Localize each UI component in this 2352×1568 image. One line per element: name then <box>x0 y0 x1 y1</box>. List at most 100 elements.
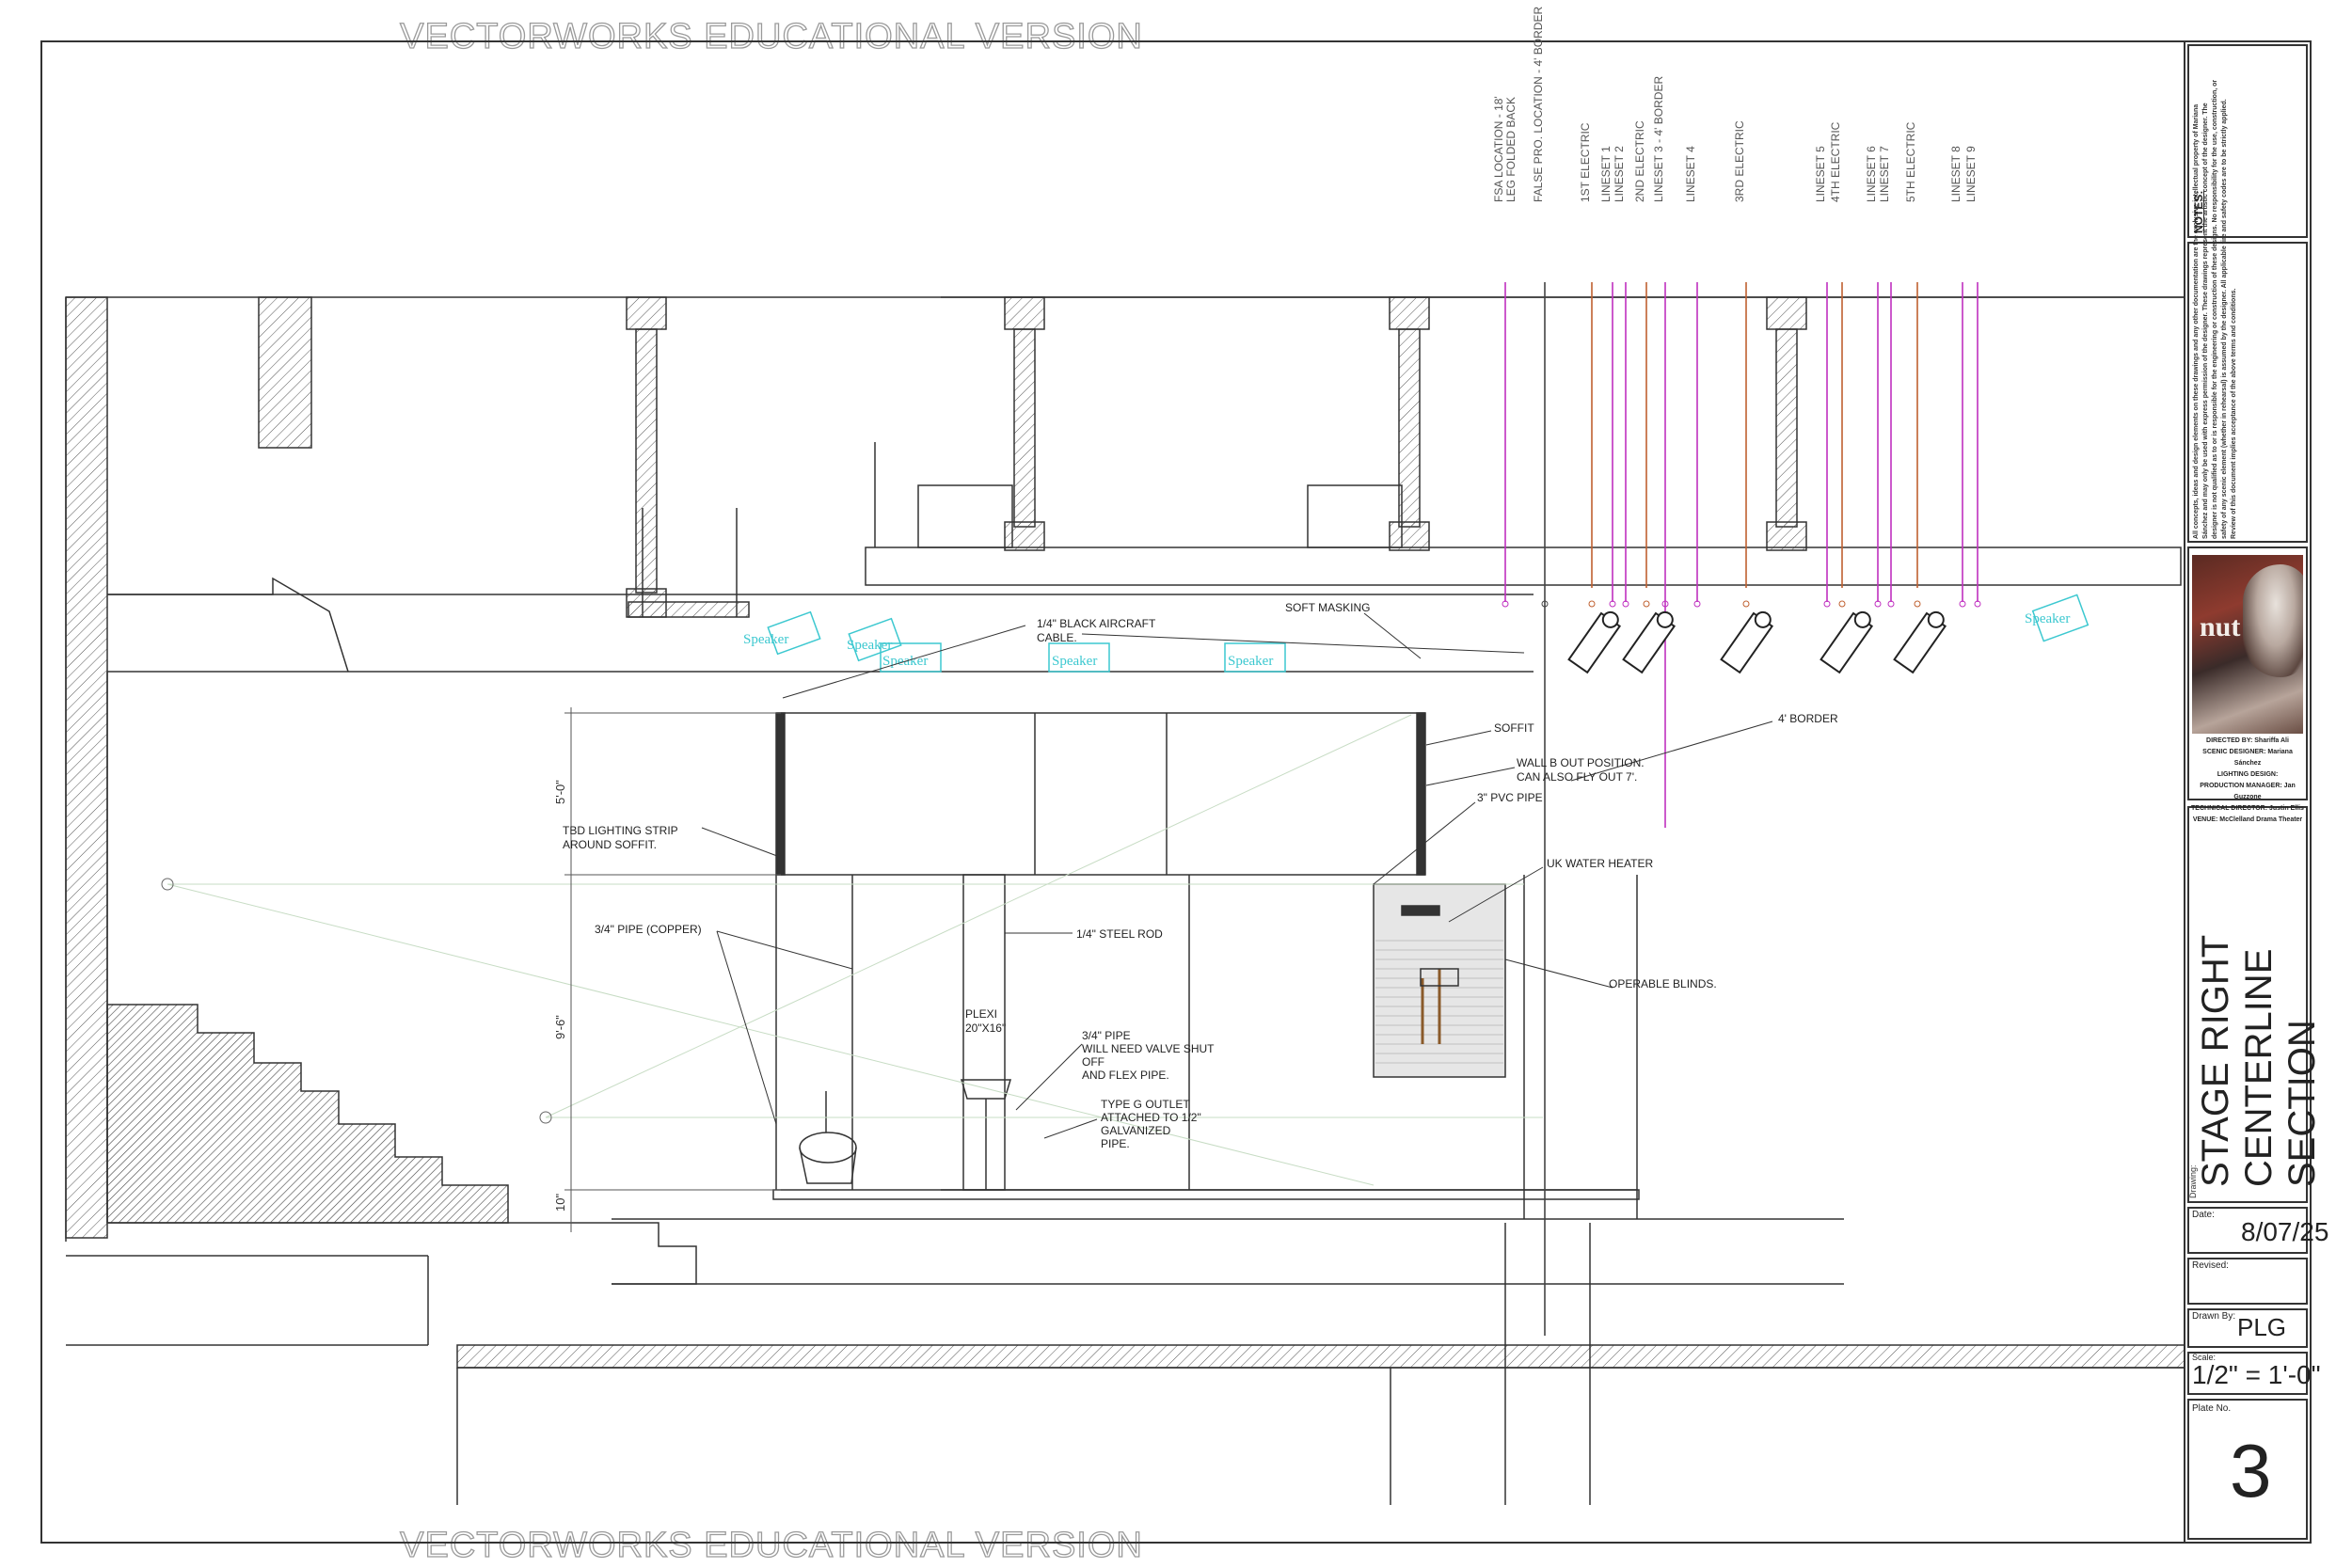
note-soffit: SOFFIT <box>1494 721 1534 735</box>
lineset-pipe-end <box>1823 600 1831 608</box>
lineset-pipe-end <box>1742 600 1750 608</box>
dim-10in: 10" <box>553 1194 567 1212</box>
credit-line: SCENIC DESIGNER: Mariana Sánchez <box>2202 749 2293 767</box>
plate-number: 3 <box>2230 1429 2272 1513</box>
stair-section <box>106 1004 697 1285</box>
drawing-title-box: STAGE RIGHT CENTERLINE SECTION Drawing: <box>2185 809 2323 1204</box>
poster-title: nut <box>2200 611 2241 642</box>
lighting-fixtures <box>1567 610 1947 674</box>
credit-line: VENUE: McClelland Drama Theater <box>2192 816 2303 823</box>
lineset-pipe-end <box>1693 600 1701 608</box>
note-pipe-valve-4: AND FLEX PIPE. <box>1082 1069 1169 1082</box>
note-outlet-3: GALVANIZED <box>1101 1124 1171 1137</box>
stage-floor <box>66 1218 2185 1505</box>
lineset-label: LEG FOLDED BACK <box>1504 97 1518 202</box>
note-aircraft-cable-2: CABLE. <box>1037 631 1077 644</box>
dim-9ft6: 9'-6" <box>553 1015 567 1039</box>
scale-value: 1/2" = 1'-0" <box>2192 1360 2321 1389</box>
lineset-pipe-end <box>1588 600 1596 608</box>
credit-line: PRODUCTION MANAGER: Jan Guzzone <box>2200 783 2296 800</box>
credit-line: DIRECTED BY: Shariffa Ali <box>2206 737 2289 744</box>
dimension-lines <box>564 707 781 1232</box>
lineset-pipe-end <box>1609 600 1616 608</box>
note-outlet-4: PIPE. <box>1101 1137 1130 1150</box>
lineset-pipe-end <box>1622 600 1629 608</box>
notes-text: All concepts, ideas and design elements … <box>2193 79 2237 539</box>
speakers <box>767 594 2090 673</box>
note-operable-blinds: OPERABLE BLINDS. <box>1609 977 1717 990</box>
speaker-label: Speaker <box>743 632 788 647</box>
drawn-by-value: PLG <box>2237 1313 2287 1341</box>
lineset-label: LINESET 3 - 4' BORDER <box>1652 76 1665 202</box>
toilet <box>799 1091 857 1184</box>
speaker-label: Speaker <box>2025 611 2070 626</box>
water-heater <box>1401 905 1459 1044</box>
lineset-pipe-end <box>1874 600 1882 608</box>
sheet-border <box>40 40 2312 1544</box>
date-value: 8/07/25 <box>2241 1217 2329 1246</box>
note-outlet-2: ATTACHED TO 1/2" <box>1101 1111 1201 1124</box>
lineset-label: LINESET 6 <box>1865 146 1878 202</box>
note-pipe-valve-3: OFF <box>1082 1055 1104 1069</box>
lineset-pipe-end <box>1974 600 1981 608</box>
building-structure <box>65 296 2185 1242</box>
lineset-pipe-end <box>1838 600 1846 608</box>
drawing-label: Drawing: <box>2188 1164 2198 1198</box>
lineset-label: LINESET 8 <box>1949 146 1963 202</box>
poster-face-image <box>2243 564 2303 677</box>
note-aircraft-cable: 1/4" BLACK AIRCRAFT <box>1037 617 1156 630</box>
speaker-label: Speaker <box>847 638 892 653</box>
titleblock-frame <box>2187 44 2308 1540</box>
production-credits: DIRECTED BY: Shariffa Ali SCENIC DESIGNE… <box>2188 736 2307 826</box>
lineset-pipe-end <box>1643 600 1650 608</box>
lineset-pipe-end <box>1887 600 1895 608</box>
drawn-by-label: Drawn By: <box>2192 1311 2236 1322</box>
note-wall-b-2: CAN ALSO FLY OUT 7'. <box>1517 770 1637 784</box>
drawing-title-line-2: CENTERLINE SECTION <box>2238 948 2323 1187</box>
note-copper-pipe: 3/4" PIPE (COPPER) <box>595 923 702 936</box>
note-outlet: TYPE G OUTLET <box>1101 1098 1190 1111</box>
speaker-label: Speaker <box>1228 654 1273 669</box>
lineset-label: LINESET 2 <box>1613 146 1626 202</box>
revised-label: Revised: <box>2192 1260 2229 1271</box>
linesets: FSA LOCATION - 18'LEG FOLDED BACK FALSE P… <box>1492 7 1981 1336</box>
sink <box>960 1079 1012 1190</box>
speaker-label: Speaker <box>1052 654 1097 669</box>
lineset-pipe-end <box>1541 600 1549 608</box>
note-tbd-lighting-2: AROUND SOFFIT. <box>563 838 657 851</box>
lineset-label: FALSE PRO. LOCATION - 4' BORDER <box>1532 7 1545 202</box>
lineset-label: 1ST ELECTRIC <box>1579 122 1592 202</box>
lineset-pipe-end <box>1661 600 1669 608</box>
note-tbd-lighting: TBD LIGHTING STRIP <box>563 824 678 837</box>
scale-label: Scale: <box>2192 1353 2217 1362</box>
lineset-label: 2ND ELECTRIC <box>1633 120 1646 202</box>
note-pipe-valve-2: WILL NEED VALVE SHUT <box>1082 1042 1215 1055</box>
date-label: Date: <box>2192 1210 2215 1220</box>
credit-line: TECHNICAL DIRECTOR: Justin Ellis <box>2191 805 2304 812</box>
leader-lines <box>701 612 1773 1139</box>
lineset-label: 4TH ELECTRIC <box>1829 121 1842 202</box>
lineset-label: LINESET 1 <box>1599 146 1613 202</box>
dim-5ft: 5'-0" <box>553 780 567 804</box>
plate-label: Plate No. <box>2192 1403 2232 1414</box>
note-water-heater: UK WATER HEATER <box>1547 857 1653 870</box>
lineset-label: FSA LOCATION - 18' <box>1492 96 1505 202</box>
sightlines <box>167 714 1543 1186</box>
watermark-bottom: VECTORWORKS EDUCATIONAL VERSION <box>399 1525 1143 1565</box>
speaker-labels: Speaker Speaker Speaker Speaker Speaker … <box>743 611 2070 669</box>
note-plexi: PLEXI <box>965 1007 997 1021</box>
lineset-label: LINESET 7 <box>1878 146 1891 202</box>
drawing-title: STAGE RIGHT CENTERLINE SECTION <box>2185 809 2323 1204</box>
lineset-label: LINESET 5 <box>1814 146 1827 202</box>
credit-line: LIGHTING DESIGN: <box>2217 771 2279 778</box>
lineset-label: 5TH ELECTRIC <box>1904 121 1917 202</box>
lineset-label: 3RD ELECTRIC <box>1733 120 1746 202</box>
note-soft-masking: SOFT MASKING <box>1285 601 1370 614</box>
note-steel-rod: 1/4" STEEL ROD <box>1076 927 1163 941</box>
show-poster: nut <box>2192 555 2303 734</box>
lineset-pipe-end <box>1959 600 1966 608</box>
lineset-pipe-end <box>1502 600 1509 608</box>
watermark-top: VECTORWORKS EDUCATIONAL VERSION <box>399 16 1143 56</box>
note-wall-b: WALL B OUT POSITION. <box>1517 756 1645 769</box>
